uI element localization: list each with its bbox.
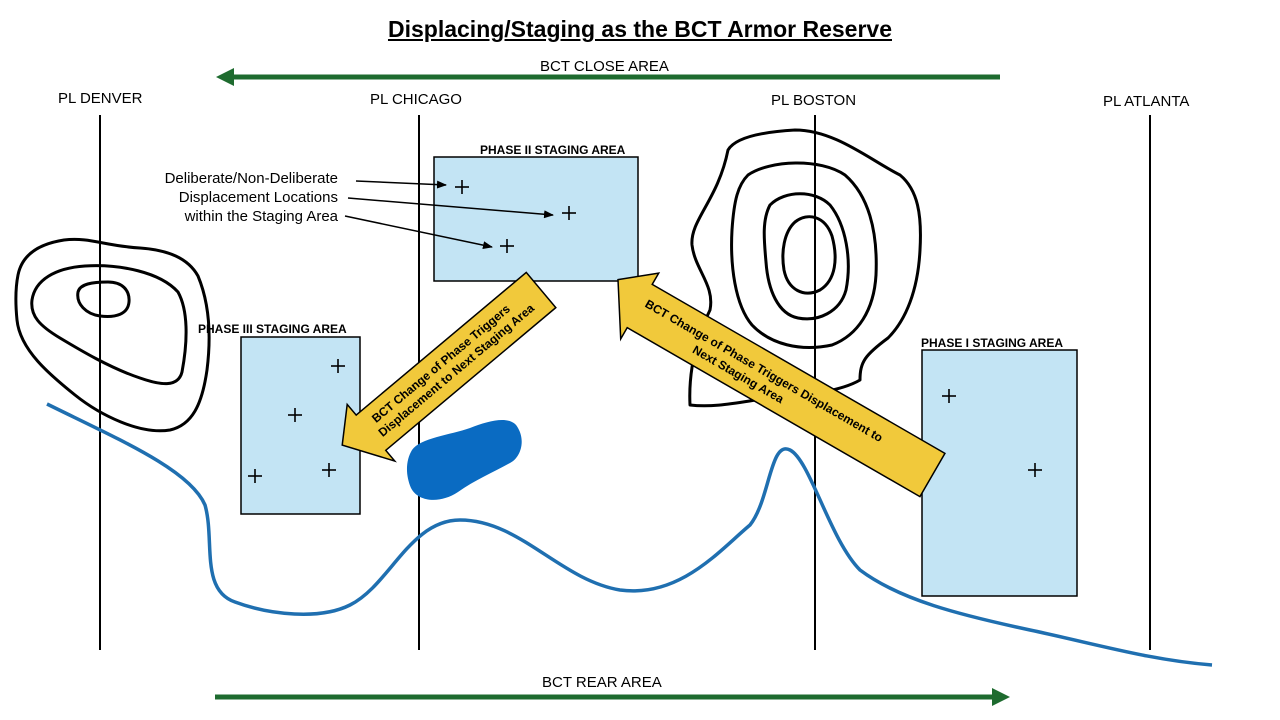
phase-line-label-denver: PL DENVER <box>58 90 143 107</box>
river <box>46 402 1213 667</box>
rear-area-label: BCT REAR AREA <box>542 674 662 691</box>
displacement-marker <box>562 206 576 220</box>
displacement-marker <box>248 469 262 483</box>
lake <box>406 420 522 500</box>
displacement-note-line1: Deliberate/Non-Deliberate <box>164 170 338 187</box>
phase-line-label-atlanta: PL ATLANTA <box>1103 93 1190 110</box>
page-title: Displacing/Staging as the BCT Armor Rese… <box>387 16 892 42</box>
displacement-marker <box>455 180 469 194</box>
phase-line-label-boston: PL BOSTON <box>771 92 857 109</box>
close-area-arrow <box>216 68 1000 86</box>
displacement-note: Deliberate/Non-Deliberate Displacement L… <box>150 169 338 226</box>
trigger-arrow-right-line1: BCT Change of Phase Triggers Displacemen… <box>643 297 886 445</box>
displacement-marker <box>500 239 514 253</box>
rear-area-arrow <box>215 688 1010 706</box>
displacement-marker <box>331 359 345 373</box>
displacement-marker <box>1028 463 1042 477</box>
displacement-marks <box>248 180 1042 483</box>
displacement-marker <box>322 463 336 477</box>
phase-2-staging-label: PHASE II STAGING AREA <box>480 143 626 157</box>
phase-2-staging-area <box>433 156 639 282</box>
note-pointer-arrows <box>344 180 554 250</box>
phase-line-label-chicago: PL CHICAGO <box>370 91 462 108</box>
terrain-contour-right <box>688 128 922 408</box>
phase-1-staging-area <box>921 349 1078 597</box>
phase-3-staging-label: PHASE III STAGING AREA <box>198 322 347 336</box>
phase-3-staging-area <box>240 336 361 515</box>
close-area-label: BCT CLOSE AREA <box>540 58 669 75</box>
terrain-contour-left <box>14 237 211 433</box>
trigger-arrow-left-line2: Displacement to Next Staging Area <box>376 301 538 440</box>
trigger-arrow-left-line1: BCT Change of Phase Triggers <box>369 301 513 425</box>
displacement-marker <box>288 408 302 422</box>
displacement-note-line2: Displacement Locations <box>178 189 338 206</box>
displacement-marker <box>942 389 956 403</box>
phase-1-staging-label: PHASE I STAGING AREA <box>921 336 1064 350</box>
displacement-note-line3: within the Staging Area <box>184 208 338 225</box>
